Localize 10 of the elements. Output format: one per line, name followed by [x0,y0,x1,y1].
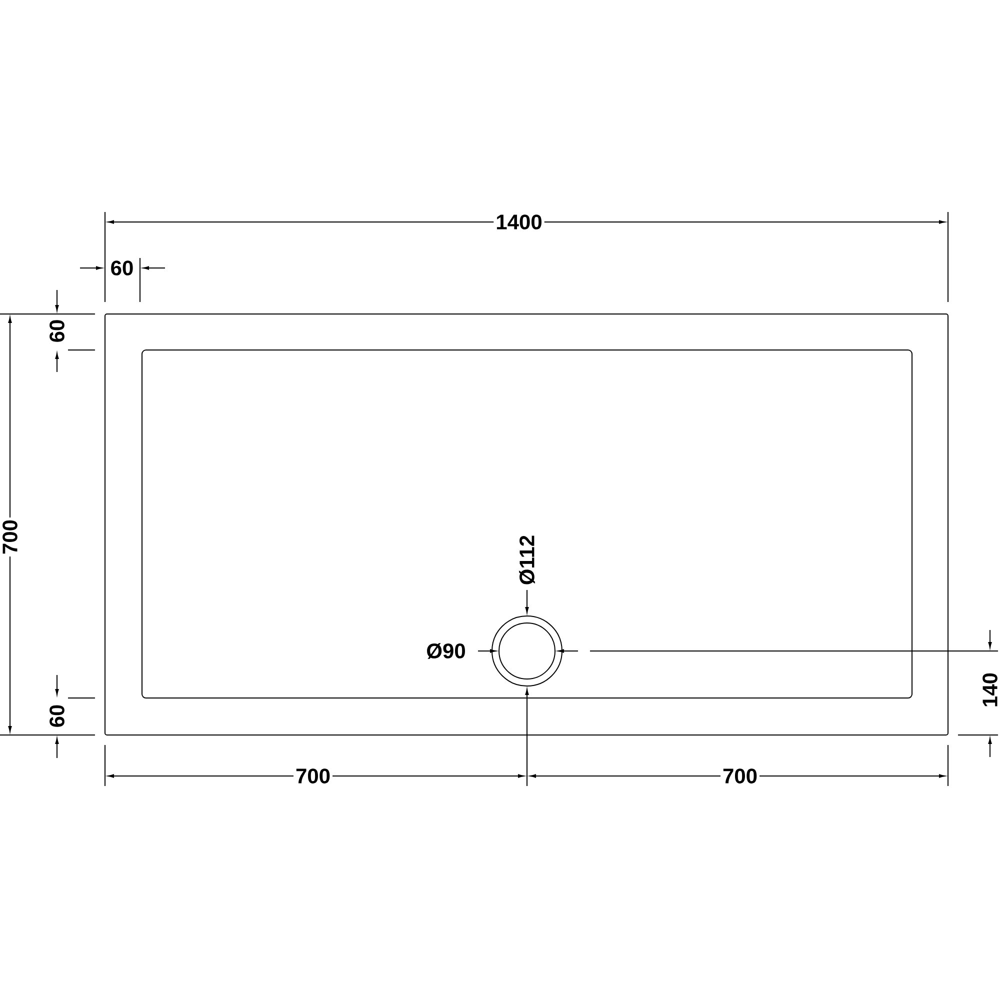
dimension-label: 1400 [494,212,544,232]
dimension-label: Ø90 [424,641,468,661]
dimension-label: 700 [0,517,20,557]
dimension-label: 60 [48,702,66,730]
dimension-label: 60 [108,258,136,278]
dimension-label: 60 [48,317,66,345]
dimension-label: 700 [720,766,760,786]
dimension-label: Ø112 [517,532,537,588]
dimension-label: 140 [980,670,1000,710]
dimension-label: 700 [293,766,333,786]
